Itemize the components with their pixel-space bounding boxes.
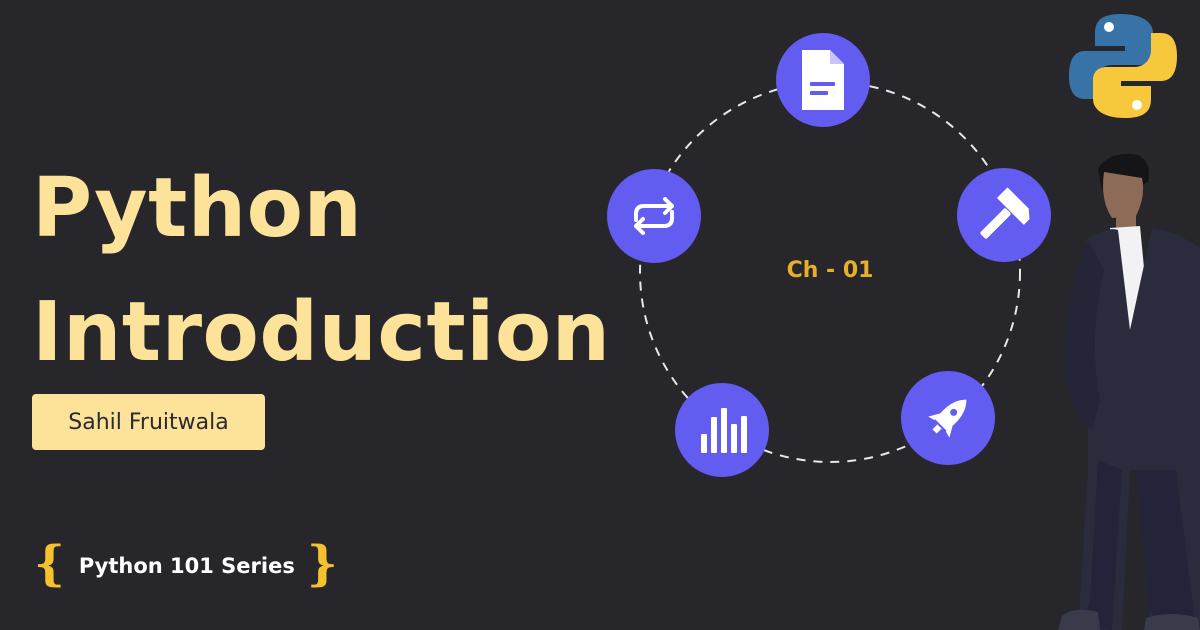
repeat-icon	[607, 169, 701, 263]
series-label: { Python 101 Series }	[34, 540, 338, 588]
person-illustration	[1058, 153, 1200, 630]
hammer-icon	[957, 168, 1051, 262]
series-name: Python 101 Series	[78, 554, 295, 578]
chapter-label: Ch - 01	[786, 258, 874, 283]
document-icon	[776, 33, 870, 127]
title-line-1: Python	[32, 161, 363, 256]
author-name: Sahil Fruitwala	[68, 409, 229, 435]
close-brace: }	[306, 536, 338, 592]
rocket-icon	[901, 371, 995, 465]
author-badge: Sahil Fruitwala	[32, 394, 265, 450]
dashed-ring	[639, 81, 1021, 463]
python-logo	[1069, 14, 1177, 118]
title-line-2: Introduction	[32, 285, 611, 380]
bar-chart-icon	[675, 383, 769, 477]
open-brace: {	[34, 536, 65, 592]
